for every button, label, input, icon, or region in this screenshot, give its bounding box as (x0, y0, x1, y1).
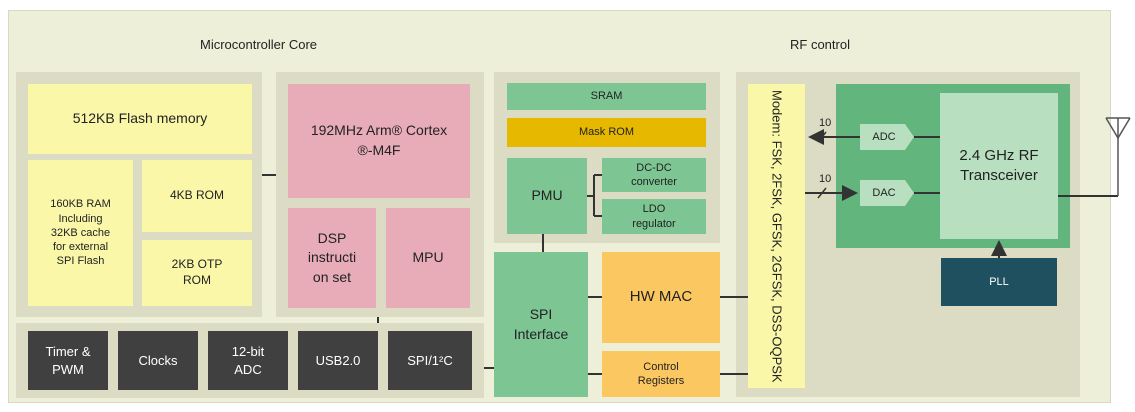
rf-control-header: RF control (790, 37, 850, 52)
mcu-core-header: Microcontroller Core (200, 37, 318, 52)
otp-rom-block: 2KB OTP ROM (142, 240, 252, 306)
peripheral-12bit-adc: 12-bit ADC (208, 331, 288, 390)
pmu-block: PMU (507, 158, 587, 234)
dc-dc-converter-block: DC-DC converter (602, 158, 706, 192)
antenna-icon (1105, 117, 1131, 140)
modem-label: Modem: FSK, 2FSK, GFSK, 2GFSK, DSS-OQPSK (769, 89, 785, 383)
dsp-block: DSP instructi on set (288, 208, 376, 308)
peripheral-spi-i2c: SPI/1²C (388, 331, 472, 390)
spi-interface-block: SPI Interface (494, 252, 588, 397)
pll-block: PLL (941, 258, 1057, 306)
modem-block: Modem: FSK, 2FSK, GFSK, 2GFSK, DSS-OQPSK (748, 84, 805, 388)
ldo-regulator-block: LDO regulator (602, 199, 706, 234)
control-registers-block: Control Registers (602, 351, 720, 397)
cpu-block: 192MHz Arm® Cortex ®-M4F (288, 84, 470, 198)
mpu-block: MPU (386, 208, 470, 308)
flash-memory-block: 512KB Flash memory (28, 84, 252, 154)
rf-transceiver-block: 2.4 GHz RF Transceiver (940, 93, 1058, 239)
mask-rom-block: Mask ROM (507, 118, 706, 147)
rom-4kb-block: 4KB ROM (142, 160, 252, 232)
peripheral-timer-pwm: Timer & PWM (28, 331, 108, 390)
hw-mac-block: HW MAC (602, 252, 720, 343)
ram-block: 160KB RAM Including 32KB cache for exter… (28, 160, 133, 306)
adc-label: ADC (872, 130, 896, 143)
dac-label: DAC (872, 186, 896, 199)
peripheral-clocks: Clocks (118, 331, 198, 390)
sram-block: SRAM (507, 83, 706, 110)
adc-bits-label: 10 (819, 117, 832, 129)
dac-bits-label: 10 (819, 173, 832, 185)
adc-shape (860, 124, 914, 150)
dac-shape (860, 180, 914, 206)
peripheral-usb2: USB2.0 (298, 331, 378, 390)
